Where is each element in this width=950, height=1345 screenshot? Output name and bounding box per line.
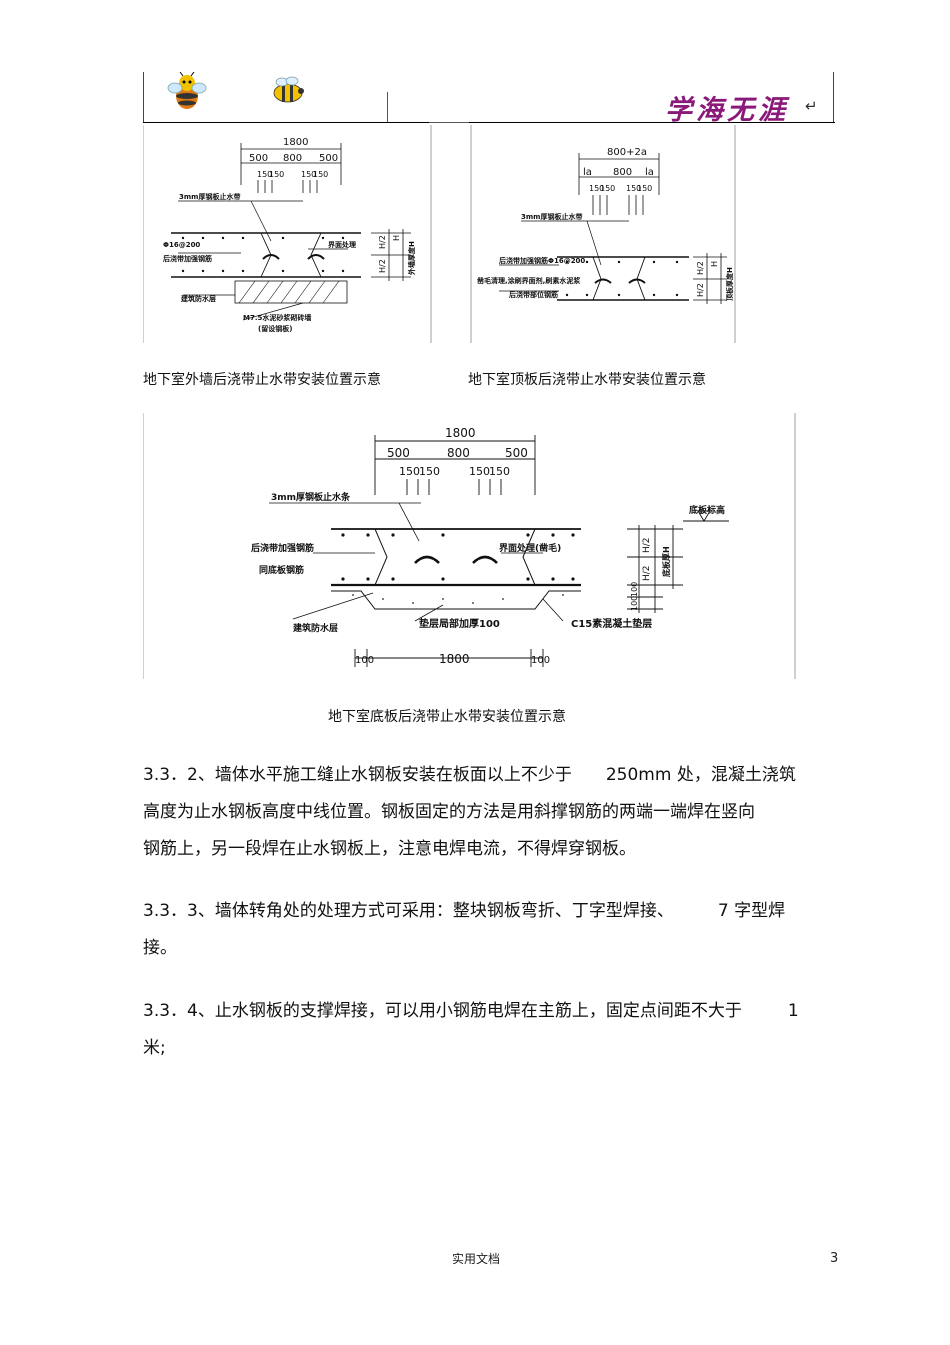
floor-dim-f: 150 (469, 465, 490, 478)
wall-label-water: 建筑防水层 (181, 294, 216, 303)
bee-logo-right-icon (273, 76, 304, 103)
para-3-3-4-part1: 3.3．4、止水钢板的支撑焊接，可以用小钢筋电焊在主筋上，固定点间距不大于 (143, 1001, 742, 1021)
wall-label-steel: 3mm厚钢板止水带 (179, 192, 240, 201)
paragraph-3-3-3: 3.3．3、墙体转角处的处理方式可采用：整块钢板弯折、丁字型焊接、 7 字型焊 接… (143, 893, 843, 967)
floor-dim-bottom-left: 100 (355, 655, 374, 666)
roof-dim-h2a: H/2 (696, 261, 705, 275)
para-3-3-4-line1: 米; (143, 1038, 166, 1058)
figure-frame-top-left (387, 92, 388, 122)
wall-label-mortar2: (留设钢板) (258, 324, 292, 333)
wall-label-rebar2: 后浇带加强钢筋 (163, 254, 212, 263)
floor-dim-100a: 100 (630, 582, 639, 597)
para-3-3-3-part2: 7 字型焊 (717, 901, 786, 921)
para-3-3-2-part2: 250mm 处，混凝土浇筑 (605, 765, 796, 785)
floor-label-rebar: 后浇带加强钢筋 (251, 542, 314, 554)
floor-dim-h2a: H/2 (642, 537, 652, 553)
roof-label-steel: 3mm厚钢板止水带 (521, 212, 582, 221)
floor-dim-total: 1800 (445, 426, 476, 440)
wall-dim-h: H (392, 235, 401, 241)
wall-label-rebar: Φ16@200 (163, 241, 200, 249)
brand-text: 学海无涯 (665, 95, 789, 126)
header-left-rule (143, 72, 144, 122)
floor-dim-100b: 100 (630, 596, 639, 611)
roof-dim-total: 800+2a (607, 147, 647, 158)
wall-label-wall: 外墙厚度H (407, 241, 416, 275)
roof-dim-h: H (710, 261, 719, 267)
wall-dim-total: 1800 (283, 137, 308, 148)
para-3-3-4-part2: 1 (787, 1001, 799, 1021)
roof-dim-e: 150 (600, 184, 615, 193)
figure-wall-diagram: 1800 500 800 500 150 150 150 150 3mm厚钢板止… (143, 125, 432, 343)
roof-dim-h2b: H/2 (696, 283, 705, 297)
floor-label-steel: 3mm厚钢板止水条 (271, 491, 351, 503)
roof-dim-b: 800 (613, 167, 632, 178)
figure-roof-diagram: 800+2a la 800 la 150 150 150 150 3mm厚钢板止… (470, 125, 736, 343)
bee-logo-left-icon (167, 72, 207, 109)
floor-label-cushion: 垫层局部加厚100 (419, 617, 500, 630)
caption-wall: 地下室外墙后浇带止水带安装位置示意 (143, 372, 381, 388)
paragraph-3-3-2: 3.3．2、墙体水平施工缝止水钢板安装在板面以上不少于 250mm 处，混凝土浇筑… (143, 757, 843, 868)
para-3-3-3-part1: 3.3．3、墙体转角处的处理方式可采用：整块钢板弯折、丁字型焊接、 (143, 901, 674, 921)
para-3-3-2-line2: 钢筋上，另一段焊在止水钢板上，注意电焊电流，不得焊穿钢板。 (143, 839, 636, 859)
wall-dim-h2a: H/2 (378, 235, 387, 249)
floor-dim-g: 150 (489, 465, 510, 478)
wall-dim-f: 150 (301, 170, 316, 179)
footer-center-text: 实用文档 (452, 1252, 501, 1266)
wall-dim-h2b: H/2 (378, 259, 387, 273)
wall-dim-c: 500 (319, 153, 338, 164)
wall-dim-d: 150 (257, 170, 272, 179)
floor-dim-b: 800 (447, 446, 470, 460)
page-number: 3 (830, 1251, 839, 1266)
roof-label-treat: 凿毛清理,涂刷界面剂,刷素水泥浆 (477, 276, 581, 285)
roof-label-thick: 顶板厚度H (725, 267, 734, 301)
wall-dim-b: 800 (283, 153, 302, 164)
wall-dim-e: 150 (269, 170, 284, 179)
header-right-rule (833, 72, 834, 122)
paragraph-3-3-4: 3.3．4、止水钢板的支撑焊接，可以用小钢筋电焊在主筋上，固定点间距不大于 1 米… (143, 993, 843, 1067)
figure-frame-top-mid (429, 122, 469, 123)
figure-floor-diagram: 1800 500 800 500 150 150 150 150 3mm厚钢板止… (143, 413, 796, 679)
roof-label-rebar: 后浇带加强钢筋Φ16@200 (499, 256, 585, 265)
floor-dim-e: 150 (419, 465, 440, 478)
floor-dim-d: 150 (399, 465, 420, 478)
roof-label-treat2: 后浇带部位钢筋 (509, 290, 558, 299)
wall-label-mortar: M7.5水泥砂浆砌砖墙 (243, 313, 311, 322)
roof-dim-d: 150 (589, 184, 604, 193)
return-mark: ↵ (805, 97, 818, 115)
wall-dim-a: 500 (249, 153, 268, 164)
floor-label-rebar2: 同底板钢筋 (259, 564, 304, 576)
roof-dim-f: 150 (626, 184, 641, 193)
floor-label-c15: C15素混凝土垫层 (571, 617, 652, 630)
roof-dim-c: la (645, 167, 654, 178)
floor-label-water: 建筑防水层 (293, 622, 338, 634)
floor-label-thick: 底板厚H (661, 546, 671, 578)
page-header: 学海无涯 ↵ (0, 0, 950, 130)
para-3-3-2-part1: 3.3．2、墙体水平施工缝止水钢板安装在板面以上不少于 (143, 765, 572, 785)
floor-label-tip: 界面处理(凿毛) (499, 542, 561, 554)
floor-dim-bottom-right: 100 (531, 655, 550, 666)
header-underline (143, 122, 835, 123)
floor-dim-c: 500 (505, 446, 528, 460)
floor-dim-a: 500 (387, 446, 410, 460)
wall-dim-g: 150 (313, 170, 328, 179)
para-3-3-3-line1: 接。 (143, 938, 177, 958)
floor-dim-h2b: H/2 (642, 565, 652, 581)
roof-dim-g: 150 (637, 184, 652, 193)
roof-dim-a: la (583, 167, 592, 178)
caption-roof: 地下室顶板后浇带止水带安装位置示意 (468, 372, 706, 388)
floor-label-elev: 底板标高 (689, 504, 725, 516)
floor-dim-bottom-mid: 1800 (439, 652, 470, 666)
caption-floor: 地下室底板后浇带止水带安装位置示意 (328, 709, 566, 725)
para-3-3-2-line1: 高度为止水钢板高度中线位置。钢板固定的方法是用斜撑钢筋的两端一端焊在竖向 (143, 802, 755, 822)
wall-label-chamfer: 界面处理 (328, 240, 356, 249)
